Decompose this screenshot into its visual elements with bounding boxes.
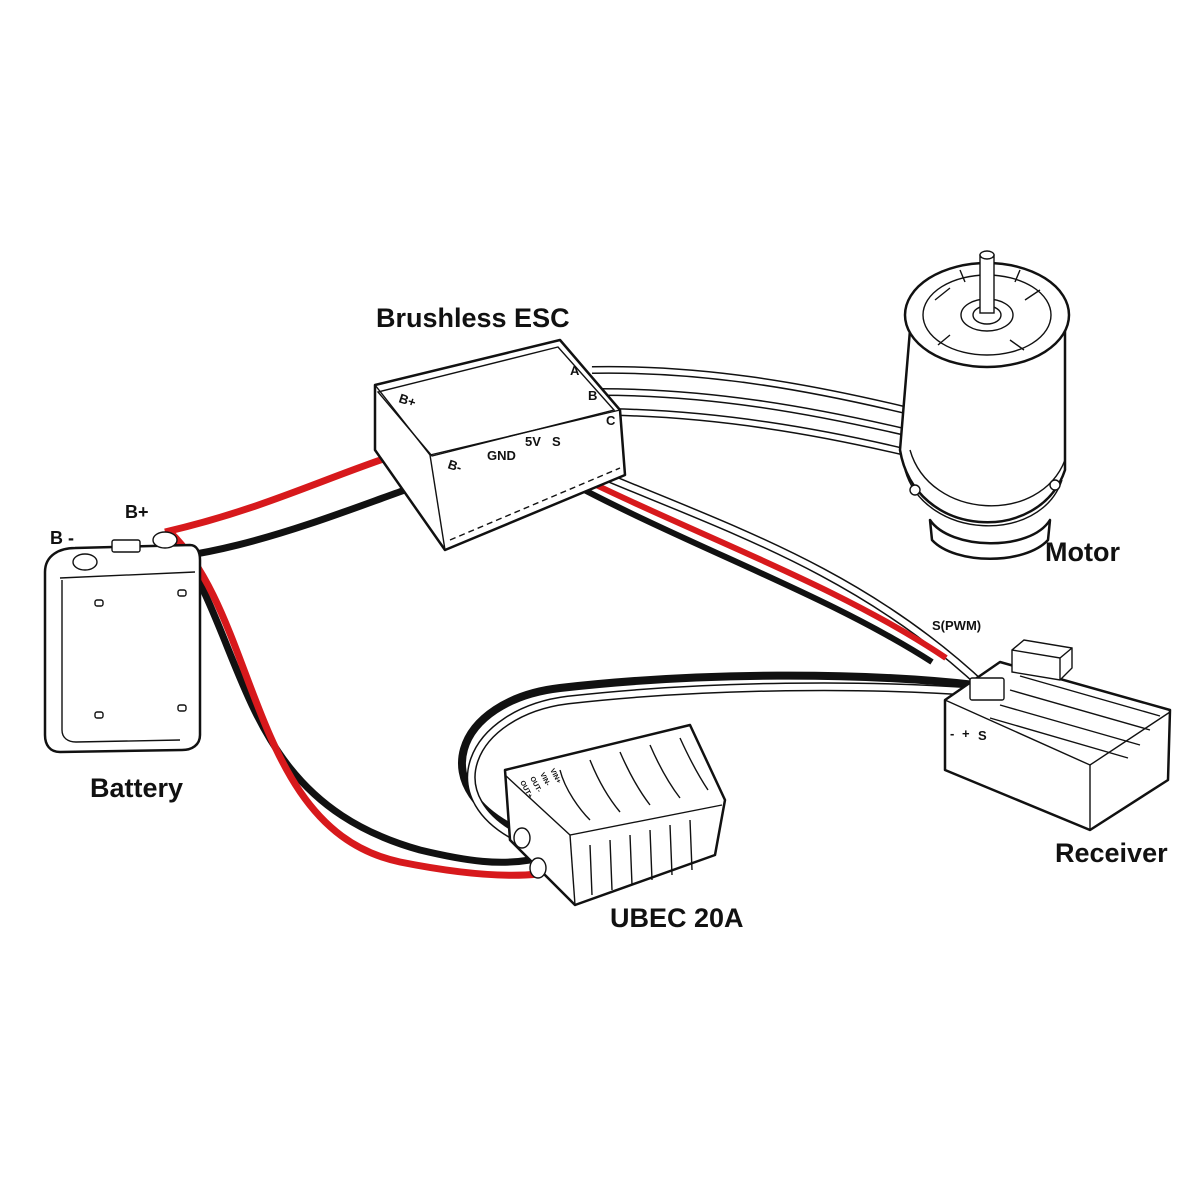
motor-title: Motor	[1045, 537, 1120, 567]
receiver-title: Receiver	[1055, 838, 1168, 868]
esc-unit: B+ B- GND 5V S A B C Brushless ESC	[373, 303, 627, 552]
receiver-pin-plus: +	[962, 726, 970, 741]
esc-terminal-c: C	[606, 413, 616, 428]
esc-terminal-b-minus: B-	[446, 457, 464, 476]
esc-terminal-b: B	[588, 388, 597, 403]
battery-unit: B+ B - Battery	[43, 502, 202, 803]
esc-terminal-5v: 5V	[525, 434, 541, 449]
motor-phase-wires	[591, 365, 906, 456]
receiver-pin-minus: -	[950, 726, 954, 741]
battery-ubec-power	[167, 529, 539, 879]
esc-terminal-a: A	[570, 363, 580, 378]
motor-unit: Motor	[898, 250, 1120, 567]
ubec-unit: OUT+ OUT- VIN- VIN+ UBEC 20A	[503, 723, 744, 933]
battery-terminal-b-plus: B+	[125, 502, 149, 522]
esc-terminal-gnd: GND	[487, 448, 516, 463]
battery-title: Battery	[90, 773, 183, 803]
ubec-output-lead	[458, 671, 979, 847]
esc-title: Brushless ESC	[376, 303, 570, 333]
esc-terminal-b-plus: B+	[397, 391, 418, 411]
receiver-pin-s: S	[978, 728, 987, 743]
battery-terminal-b-minus: B -	[50, 528, 74, 548]
esc-terminal-s: S	[552, 434, 561, 449]
receiver-unit: - + S Receiver	[943, 639, 1172, 868]
ubec-title: UBEC 20A	[610, 903, 744, 933]
signal-pwm-label: S(PWM)	[932, 618, 981, 633]
